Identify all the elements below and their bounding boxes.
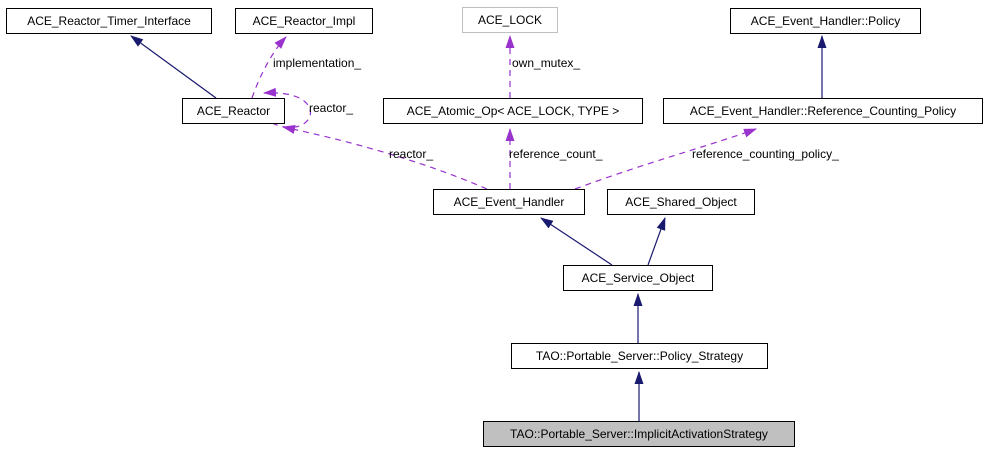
node-ace-atomic-op[interactable]: ACE_Atomic_Op< ACE_LOCK, TYPE > — [383, 98, 643, 124]
edge-label-own-mutex: own_mutex_ — [512, 56, 581, 70]
node-tao-portable-server-policy-strategy[interactable]: TAO::Portable_Server::Policy_Strategy — [511, 343, 768, 369]
edge-inheritance-service-object-to-event-handler — [540, 217, 613, 266]
edge-inheritance-reactor-to-timer-interface — [130, 35, 217, 99]
edge-inheritance-service-object-to-shared-object — [647, 217, 666, 266]
node-ace-reactor[interactable]: ACE_Reactor — [182, 98, 285, 124]
edge-label-implementation: implementation_ — [273, 56, 362, 70]
node-ace-reactor-timer-interface[interactable]: ACE_Reactor_Timer_Interface — [6, 8, 212, 34]
node-ace-event-handler-reference-counting-policy[interactable]: ACE_Event_Handler::Reference_Counting_Po… — [663, 98, 983, 124]
node-ace-event-handler-policy[interactable]: ACE_Event_Handler::Policy — [730, 8, 921, 34]
node-ace-reactor-impl[interactable]: ACE_Reactor_Impl — [235, 8, 373, 34]
edge-label-reference-count: reference_count_ — [509, 147, 603, 161]
node-tao-portable-server-implicit-activation-strategy: TAO::Portable_Server::ImplicitActivation… — [483, 421, 795, 447]
edge-usage-implementation — [251, 36, 287, 99]
edge-label-reactor-self-loop: reactor_ — [309, 101, 354, 115]
node-ace-event-handler[interactable]: ACE_Event_Handler — [433, 189, 585, 215]
node-ace-service-object[interactable]: ACE_Service_Object — [563, 265, 713, 291]
edge-label-reference-counting-policy: reference_counting_policy_ — [692, 147, 839, 161]
node-ace-shared-object[interactable]: ACE_Shared_Object — [607, 189, 755, 215]
node-ace-lock: ACE_LOCK — [462, 7, 558, 33]
edge-label-reactor: reactor_ — [389, 147, 434, 161]
edge-usage-reference-counting-policy — [574, 128, 757, 190]
edge-usage-reactor-from-event-handler — [282, 125, 488, 190]
